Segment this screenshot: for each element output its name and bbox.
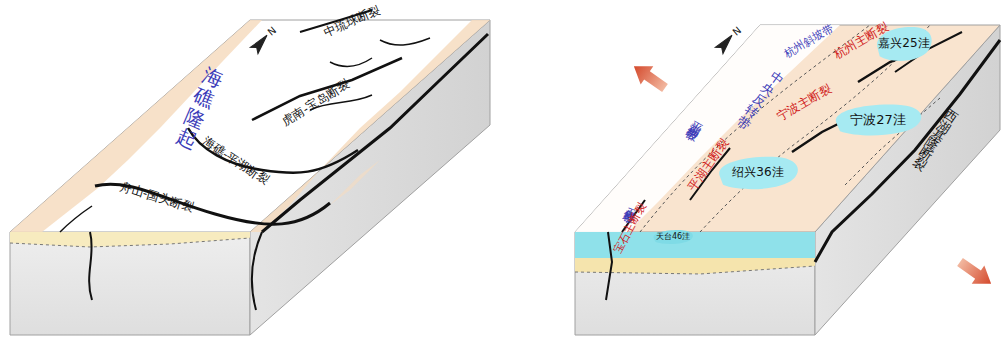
slope-shading (330, 160, 380, 205)
sag-region: 天台46洼 (650, 228, 696, 246)
fault-trace (89, 232, 92, 300)
fault-line (380, 38, 430, 45)
block-front-face (575, 232, 815, 335)
block-front-face (10, 232, 250, 335)
sag-name: 天台46洼 (650, 228, 696, 246)
sag-name: 绍兴36洼 (712, 152, 804, 194)
sag-region: 宁波27洼 (828, 100, 928, 140)
fault-line (60, 206, 92, 232)
fault-line (815, 40, 1000, 262)
uplift-shading (10, 20, 262, 232)
sag-region: 绍兴36洼 (712, 152, 804, 194)
sag-name: 宁波27洼 (828, 100, 928, 140)
north-arrow (715, 32, 736, 54)
layer-boundary (10, 238, 250, 247)
fault-line (330, 58, 372, 66)
slope-shading (250, 20, 490, 232)
extension-arrow (628, 57, 672, 97)
extension-arrow (954, 253, 998, 293)
sediment-layer (10, 232, 250, 247)
compass-letter: N (731, 25, 743, 37)
block-top-face (10, 20, 490, 232)
slope-white-zone (575, 25, 840, 232)
fault-trace (252, 232, 262, 310)
north-arrow (250, 32, 271, 54)
fault-line (262, 34, 488, 232)
fault-trace (606, 232, 612, 300)
